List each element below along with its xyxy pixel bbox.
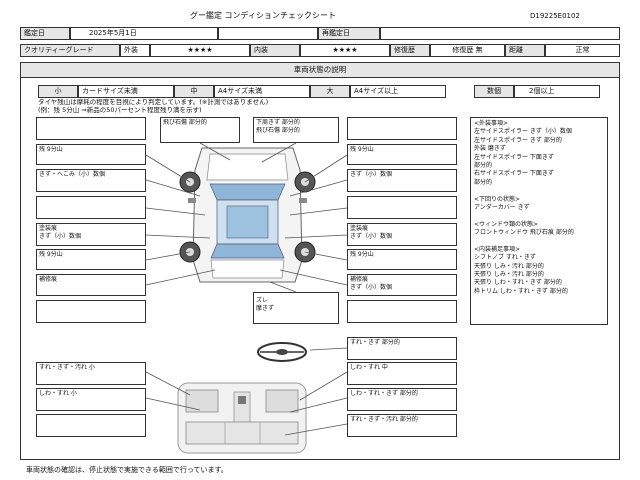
exterior-label: 外装 (120, 44, 150, 57)
exterior-right-box-3: きず（小）数個 (347, 169, 457, 192)
interior-left-box-1: すれ・きず・汚れ 小 (36, 362, 146, 385)
exterior-left-box-6: 残 9分山 (36, 249, 146, 270)
remark-line: シフトノブ すれ・きず (474, 254, 536, 262)
section-title: 車両状態の説明 (20, 62, 620, 78)
exterior-left-box-5: 塗装痕 きず（小）数個 (36, 223, 146, 246)
reappraisal-date-label: 再鑑定日 (318, 27, 380, 40)
remark-line: <内装補足事項> (474, 245, 521, 253)
tire-note-line2: (例：残 5分山 ⇒新品の50パーセント程度残り満を示す) (38, 106, 202, 114)
interior-right-box-1: しわ・すれ 中 (347, 362, 457, 385)
repair-history-value: 修復歴 無 (430, 44, 505, 57)
exterior-left-box-4 (36, 196, 146, 219)
remark-line: 右サイドスポイラー 下面きず (474, 170, 554, 178)
document-id: D19225E0102 (530, 12, 580, 20)
exterior-left-box-8 (36, 300, 146, 323)
exterior-left-box-3: きず・へこみ（小）数個 (36, 169, 146, 192)
sheet-title: グー鑑定 コンディションチェックシート (190, 11, 336, 20)
remark-line: <下回りの状態> (474, 195, 521, 203)
legend-count: 数個 (474, 85, 514, 98)
interior-right-box-3: すれ・きず・汚れ 部分的 (347, 414, 457, 437)
exterior-top-left-box: 飛び石傷 部分的 (160, 117, 240, 143)
remark-line: 左サイドスポイラー きず（小）数個 (474, 128, 572, 136)
exterior-right-box-2: 残 9分山 (347, 144, 457, 165)
exterior-right-box-6: 残 9分山 (347, 249, 457, 270)
remark-line: 天張り しみ・汚れ 部分的 (474, 262, 544, 270)
appraisal-date-label: 鑑定日 (20, 27, 70, 40)
exterior-left-box-1 (36, 117, 146, 140)
remark-line: 左サイドスポイラー 下面きず (474, 153, 554, 161)
remarks-list: <外装事項>左サイドスポイラー きず（小）数個左サイドスポイラー きず 部分的外… (474, 120, 604, 296)
car-interior-diagram (177, 382, 307, 454)
remark-line: フロントウィンドウ 飛び石痕 部分的 (474, 229, 574, 237)
repair-history-label: 修復歴 (390, 44, 430, 57)
remark-line: <外装事項> (474, 120, 509, 127)
meter-value: 正常 (545, 44, 620, 57)
remark-line: 部分的 (474, 178, 493, 186)
exterior-right-box-4 (347, 196, 457, 219)
appraisal-date-value: 2025年5月1日 (70, 27, 218, 40)
interior-left-box-2: しわ・すれ 小 (36, 388, 146, 411)
legend-large-desc: A4サイズ以上 (350, 85, 446, 98)
footer-note: 車両状態の確認は、停止状態で実施できる範囲で行っています。 (26, 466, 228, 474)
interior-label: 内装 (250, 44, 300, 57)
exterior-right-box-8 (347, 300, 457, 323)
remark-line: 部分的 (474, 161, 493, 169)
remark-line: <ウィンドウ類の状態> (474, 220, 539, 228)
remark-line: アンダーカバー きず (474, 203, 530, 211)
tire-note-line1: タイヤ残山は摩耗の程度を目視により判定しています。(※計測ではありません) (38, 98, 269, 106)
meter-label: 距離 (505, 44, 545, 57)
remark-line: 左サイドスポイラー きず 部分的 (474, 136, 562, 144)
appraisal-date-blank (218, 27, 318, 40)
reappraisal-date-value (380, 27, 620, 40)
legend-large: 大 (310, 85, 350, 98)
interior-stars: ★★★★ (300, 44, 390, 57)
interior-right-box-2: しわ・すれ・きず 部分的 (347, 388, 457, 411)
remark-line: 枠トリム しわ・すれ・きず 部分的 (474, 287, 568, 295)
remark-line: 天張り しわ・すれ・きず 部分的 (474, 279, 562, 287)
exterior-right-box-5: 塗装痕 きず（小）数個 (347, 223, 457, 246)
legend-medium-desc: A4サイズ未満 (214, 85, 310, 98)
quality-grade-label: クオリティーグレード (20, 44, 120, 57)
remark-line: 天張り しみ・汚れ 部分的 (474, 271, 544, 279)
exterior-bottom-box: ズレ 摩きず (253, 292, 339, 324)
steering-wheel-icon (257, 342, 307, 362)
remark-line: 外装 磨きず (474, 145, 506, 153)
exterior-stars: ★★★★ (150, 44, 250, 57)
legend-count-desc: 2個以上 (514, 85, 600, 98)
legend-small-desc: カードサイズ未満 (78, 85, 174, 98)
exterior-left-box-2: 残 9分山 (36, 144, 146, 165)
interior-left-box-3 (36, 414, 146, 437)
remarks-box: <外装事項>左サイドスポイラー きず（小）数個左サイドスポイラー きず 部分的外… (470, 117, 608, 325)
interior-steering-box: すれ・きず 部分的 (347, 337, 457, 360)
exterior-right-box-1 (347, 117, 457, 140)
exterior-left-box-7: 補修痕 (36, 274, 146, 296)
exterior-top-right-box: 下周きず 部分的 飛び石傷 部分的 (253, 117, 339, 143)
legend-medium: 中 (174, 85, 214, 98)
legend-small: 小 (38, 85, 78, 98)
exterior-right-box-7: 補修痕 きず（小）数個 (347, 274, 457, 296)
